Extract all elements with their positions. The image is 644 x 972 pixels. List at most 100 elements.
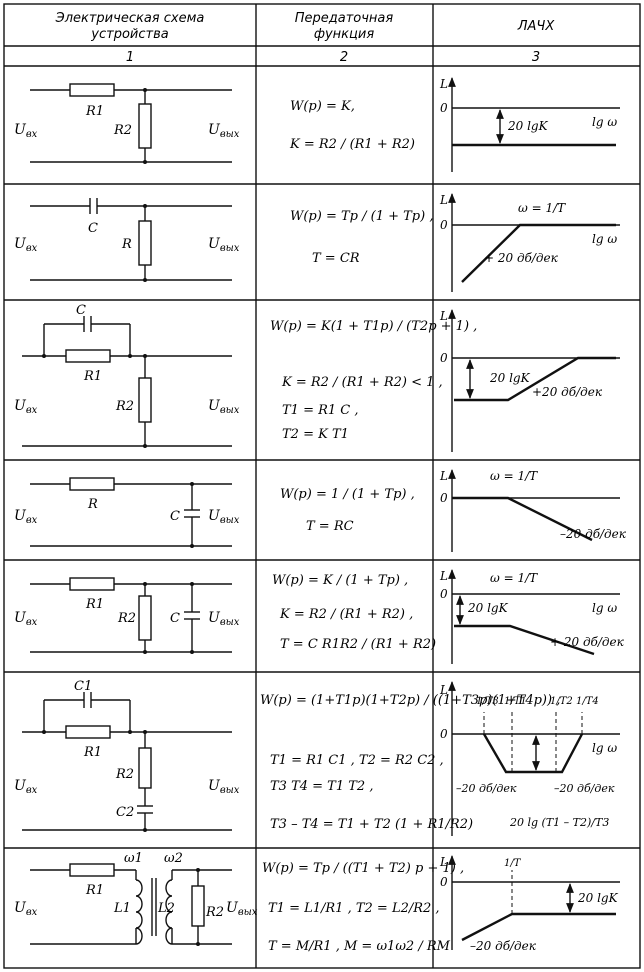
- component-label: C: [170, 611, 180, 626]
- svg-text:1/T4: 1/T4: [576, 696, 599, 707]
- component-label: R1: [85, 883, 104, 898]
- row-1: R1 R2 Uвх Uвых W(p) = K, K = R2 / (R1 + …: [14, 77, 620, 172]
- svg-text:W(p) = Tp / ((T1 + T2) p + 1): W(p) = Tp / ((T1 + T2) p + 1) ,: [262, 861, 464, 876]
- svg-text:L: L: [439, 77, 448, 91]
- transfer-function-6: W(p) = (1+T1p)(1+T2p) / ((1+T3p)(1+T4p))…: [260, 693, 560, 832]
- svg-text:T3 – T4 = T1 + T2 (1 + R1/R2): T3 – T4 = T1 + T2 (1 + R1/R2): [270, 817, 473, 832]
- svg-text:+ 20 дб/дек: + 20 дб/дек: [484, 251, 559, 265]
- svg-text:L: L: [439, 309, 448, 323]
- component-label: ω1: [124, 851, 143, 866]
- transfer-function-3: W(p) = K(1 + T1p) / (T2p + 1) , K = R2 /…: [270, 319, 477, 442]
- component-label: C1: [74, 679, 92, 694]
- row-3: C R1 R2 Uвх Uвых W(p) = K(1 + T1p) / (T2…: [14, 303, 620, 452]
- resistor-icon: [138, 747, 152, 789]
- output-voltage-label: Uвых: [208, 122, 240, 140]
- header-col1-line2: устройства: [90, 27, 168, 42]
- header-num1: 1: [126, 50, 134, 65]
- svg-text:0: 0: [440, 351, 448, 365]
- svg-text:W(p) = K(1 + T1p) / (T2p + 1): W(p) = K(1 + T1p) / (T2p + 1) ,: [270, 319, 477, 334]
- resistor-icon: [69, 83, 115, 97]
- row-2: C R Uвх Uвых W(p) = Tp / (1 + Tp) , T = …: [14, 193, 620, 292]
- circuit-3: C R1 R2 Uвх Uвых: [14, 303, 240, 448]
- svg-text:0: 0: [440, 727, 448, 741]
- svg-text:lg ω: lg ω: [592, 601, 617, 615]
- input-voltage-label: Uвх: [14, 236, 38, 254]
- circuit-5: R1 R2 C Uвх Uвых: [14, 577, 240, 654]
- component-label: C2: [116, 805, 134, 820]
- resistor-icon: [138, 103, 152, 149]
- svg-text:W(p) = K,: W(p) = K,: [290, 99, 355, 114]
- svg-text:W(p) = Tp / (1 + Tp) ,: W(p) = Tp / (1 + Tp) ,: [290, 209, 433, 224]
- input-voltage-label: Uвх: [14, 508, 38, 526]
- svg-text:20 lgK: 20 lgK: [577, 891, 619, 905]
- row-5: R1 R2 C Uвх Uвых W(p) = K / (1 + Tp) , K…: [14, 569, 625, 664]
- svg-text:W(p) = (1+T1p)(1+T2p) / ((1+T3: W(p) = (1+T1p)(1+T2p) / ((1+T3p)(1+T4p))…: [260, 693, 560, 708]
- svg-text:lg ω: lg ω: [592, 232, 617, 246]
- svg-text:L: L: [439, 193, 448, 207]
- input-voltage-label: Uвх: [14, 778, 38, 796]
- svg-text:L: L: [439, 569, 448, 583]
- svg-text:+ 20 дб/дек: + 20 дб/дек: [550, 635, 625, 649]
- svg-text:–20 дб/дек: –20 дб/дек: [470, 939, 537, 953]
- output-voltage-label: Uвых: [226, 900, 258, 918]
- resistor-icon: [191, 885, 205, 927]
- resistor-icon: [69, 863, 115, 877]
- circuit-4: R C Uвх Uвых: [14, 477, 240, 548]
- header-num2: 2: [340, 50, 348, 65]
- svg-text:0: 0: [440, 875, 448, 889]
- circuit-6: C1 R1 R2 C2 Uвх Uвых: [14, 679, 240, 832]
- svg-text:T2 = K T1: T2 = K T1: [282, 427, 349, 442]
- lachx-5: L 0 lg ω 20 lgK ω = 1/T + 20 дб/дек: [439, 569, 625, 664]
- input-voltage-label: Uвх: [14, 900, 38, 918]
- resistor-icon: [138, 595, 152, 641]
- component-label: C: [76, 303, 86, 318]
- output-voltage-label: Uвых: [208, 610, 240, 628]
- component-label: R: [121, 237, 132, 252]
- svg-text:20 lgK: 20 lgK: [507, 119, 549, 133]
- svg-text:1/T3: 1/T3: [476, 696, 499, 707]
- component-label: R1: [85, 597, 104, 612]
- component-label: L1: [113, 901, 131, 916]
- svg-text:1/T1: 1/T1: [504, 696, 527, 707]
- component-label: C: [88, 221, 98, 236]
- svg-text:K = R2 / (R1 + R2) ,: K = R2 / (R1 + R2) ,: [279, 607, 413, 622]
- svg-text:–20 дб/дек: –20 дб/дек: [554, 782, 615, 795]
- output-voltage-label: Uвых: [208, 398, 240, 416]
- svg-text:ω = 1/T: ω = 1/T: [518, 201, 566, 215]
- resistor-icon: [69, 477, 115, 491]
- svg-text:ω = 1/T: ω = 1/T: [490, 469, 538, 483]
- output-voltage-label: Uвых: [208, 236, 240, 254]
- component-label: R2: [117, 611, 136, 626]
- output-voltage-label: Uвых: [208, 508, 240, 526]
- component-label: R1: [85, 104, 104, 119]
- svg-text:1/T2: 1/T2: [550, 696, 573, 707]
- row-7: R1 ω1 ω2 L1 L2 R2 Uвх Uвых W(p) = Tp / (…: [14, 851, 620, 954]
- resistor-icon: [65, 725, 111, 739]
- resistor-icon: [138, 220, 152, 266]
- header-col2-line2: функция: [314, 27, 374, 42]
- svg-text:1/T: 1/T: [504, 858, 522, 869]
- output-voltage-label: Uвых: [208, 778, 240, 796]
- lachx-4: L 0 ω = 1/T –20 дб/дек: [439, 469, 627, 552]
- resistor-icon: [65, 349, 111, 363]
- circuit-2: C R Uвх Uвых: [14, 198, 240, 282]
- resistor-icon: [138, 377, 152, 423]
- transfer-function-7: W(p) = Tp / ((T1 + T2) p + 1) , T1 = L1/…: [262, 861, 464, 954]
- svg-text:T1 = R1 C ,: T1 = R1 C ,: [282, 403, 359, 418]
- row-6: C1 R1 R2 C2 Uвх Uвых W(p) = (1+T1p)(1+T2…: [14, 679, 620, 836]
- lachx-1: L 0 lg ω 20 lgK: [439, 77, 620, 172]
- lachx-2: L 0 lg ω ω = 1/T + 20 дб/дек: [439, 193, 620, 292]
- circuit-7: R1 ω1 ω2 L1 L2 R2 Uвх Uвых: [14, 851, 258, 946]
- lachx-6: L 0 lg ω 1/T3 1/T1 1/T2 1/T4 –20 дб/дек …: [439, 681, 620, 836]
- svg-text:T1 = L1/R1 , T2 = L2/R2 ,: T1 = L1/R1 , T2 = L2/R2 ,: [268, 901, 440, 916]
- svg-text:W(p) = K / (1 + Tp) ,: W(p) = K / (1 + Tp) ,: [272, 573, 408, 588]
- svg-text:L: L: [439, 469, 448, 483]
- header-num3: 3: [532, 50, 540, 65]
- component-label: R: [87, 497, 98, 512]
- header-col1-line1: Электрическая схема: [55, 11, 205, 26]
- component-label: R2: [115, 399, 134, 414]
- table-grid: [3, 3, 641, 969]
- header-col2-line1: Передаточная: [295, 11, 394, 26]
- component-label: C: [170, 509, 180, 524]
- component-label: R2: [113, 123, 132, 138]
